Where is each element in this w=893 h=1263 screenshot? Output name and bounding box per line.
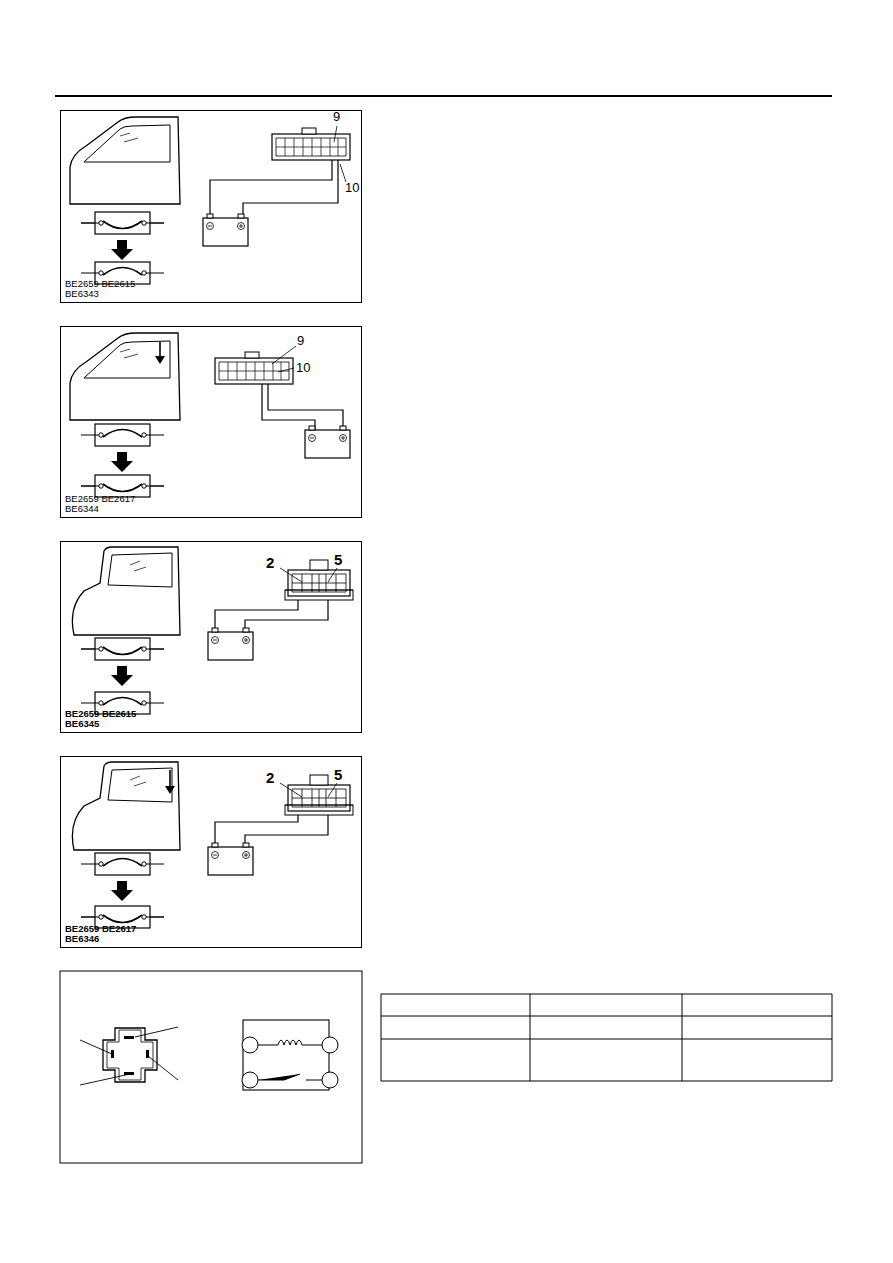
figure-line [111,666,133,686]
figure-line [208,843,253,875]
figure-line [381,1081,832,1082]
figure-code: BE2659 BE2615 BE6343 [65,279,145,300]
figure-line [334,126,337,142]
figure-line [278,1040,302,1045]
figure-line [272,346,296,364]
figure-line [243,1020,329,1090]
figure-line [272,128,350,160]
figure-line [381,1016,832,1017]
figure-line [381,994,832,995]
figure-line [80,1074,130,1085]
figure-line [111,240,133,260]
callout-number: 9 [333,110,340,123]
figure-line [70,117,180,204]
panel-1-figure [70,117,350,284]
empty-table [381,994,832,1081]
figure-line [135,1027,178,1037]
figure-line [81,853,164,875]
figure-line [242,1037,258,1053]
figure-line [208,628,253,660]
relay-figure [80,1020,338,1090]
callout-number: 2 [266,555,274,570]
panel-2-figure [70,333,350,497]
figure-code: BE2659 BE2617 BE6346 [65,924,145,945]
figure-line [832,994,833,1081]
figure-line [111,452,133,472]
figure-line [328,568,337,582]
figure-line [245,815,328,847]
figure-code: BE2659 BE2615 BE6345 [65,709,145,730]
figure-line [278,368,294,372]
callout-number: 10 [345,181,359,194]
figure-line [268,384,343,430]
figure-line [258,1074,322,1080]
callout-number: 10 [296,361,310,374]
figure-line [328,783,337,797]
figure-line [243,160,338,218]
figure-line [81,424,164,446]
figure-panel: BE2659 BE2617 BE6346 [60,756,362,948]
figure-line [80,1040,112,1054]
figure-line [210,160,332,218]
figure-line [242,1072,258,1088]
figure-line [340,164,346,182]
figure-line [305,426,350,458]
figure-line [70,333,180,420]
figure-line [81,638,164,660]
panel-3-figure [72,547,353,714]
figure-line [530,994,531,1081]
figure-line [72,762,180,850]
figure-line [280,568,302,582]
figure-line [381,1039,832,1040]
figure-panel: BE2659 BE2615 BE6343 [60,110,362,303]
figure-panel: BE2659 BE2617 BE6344 [60,326,362,518]
figure-line [280,783,302,797]
figure-code: BE2659 BE2617 BE6344 [65,494,145,515]
callout-number: 5 [334,767,342,782]
figure-line [682,994,683,1081]
figure-line [203,214,248,246]
figure-line [155,356,165,364]
figure-line [262,384,315,430]
figure-line [107,1030,153,1080]
callout-number: 9 [297,334,304,347]
figure-line [111,881,133,901]
figure-line [215,600,298,632]
relay-panel [60,971,362,1163]
figure-line [124,1036,134,1039]
callout-number: 5 [334,552,342,567]
figure-line [322,1037,338,1053]
figure-line [165,786,175,794]
figure-line [215,815,298,847]
figure-line [103,1028,157,1082]
figure-line [148,1056,178,1080]
figure-line [72,547,180,635]
figure-line [322,1072,338,1088]
figure-panel: BE2659 BE2615 BE6345 [60,541,362,733]
figure-line [285,560,353,600]
header-rule [55,95,832,97]
figure-line [245,600,328,632]
figure-line [381,994,382,1081]
figure-line [81,212,164,234]
figure-line [285,775,353,815]
panel-4-figure [72,762,353,928]
callout-number: 2 [266,770,274,785]
